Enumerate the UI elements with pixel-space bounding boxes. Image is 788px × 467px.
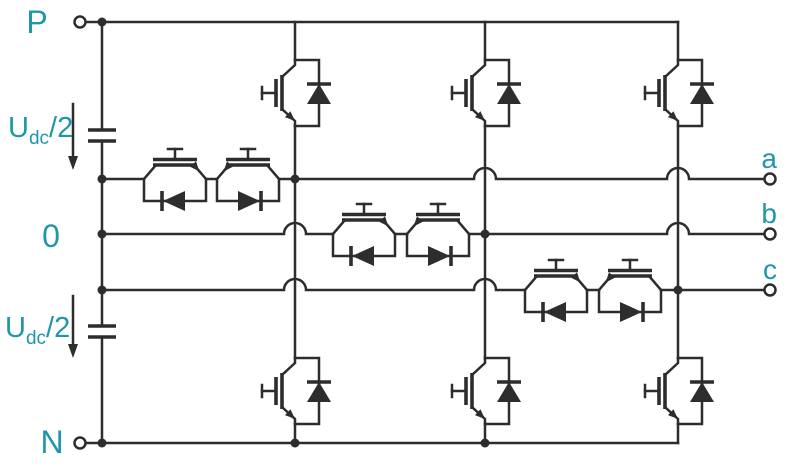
igbt-c-neutral-left: [523, 258, 589, 324]
igbt-c-bottom: [643, 356, 716, 426]
igbt-b-neutral-left: [331, 202, 397, 268]
igbt-b-neutral-right: [405, 202, 471, 268]
p-terminal: [73, 15, 87, 29]
dc-link: P N 0 Udc/2 Udc/2: [5, 4, 680, 460]
voltage-arrow-head-icon: [68, 156, 78, 170]
igbt-c-top: [643, 58, 716, 128]
voltage-arrow-head-icon: [68, 344, 78, 358]
phase-b-label: b: [761, 198, 777, 229]
phase-b-output-wire: [483, 221, 767, 236]
n-terminal-label: N: [40, 424, 63, 460]
junction-dot: [97, 438, 107, 448]
udc-upper-annotation: Udc/2: [8, 102, 78, 170]
igbt-c-neutral-right: [597, 258, 663, 324]
junction-dot: [480, 438, 490, 448]
p-terminal-label: P: [26, 4, 47, 40]
neutral-switch-b: [100, 202, 487, 268]
neutral-link-c: [100, 277, 680, 292]
phase-leg-c: c: [100, 20, 777, 445]
udc-upper-label: Udc/2: [8, 112, 73, 149]
phase-c-terminal: [763, 283, 777, 297]
phase-a-label: a: [761, 143, 777, 174]
dc-capacitor-upper: [88, 128, 116, 143]
udc-lower-label: Udc/2: [5, 312, 70, 349]
igbt-b-bottom: [450, 356, 523, 426]
igbt-a-top: [260, 58, 333, 128]
junction-dot: [290, 438, 300, 448]
neutral-label: 0: [42, 218, 60, 254]
junction-dot: [480, 229, 490, 239]
junction-dot: [290, 174, 300, 184]
phase-a-output-wire: [293, 166, 767, 181]
junction-dot: [673, 285, 683, 295]
phase-a-terminal: [763, 172, 777, 186]
phase-b-terminal: [763, 227, 777, 241]
junction-dot: [97, 17, 107, 27]
igbt-b-top: [450, 58, 523, 128]
udc-lower-annotation: Udc/2: [5, 294, 78, 358]
dc-capacitor-lower: [88, 324, 116, 339]
phase-leg-b: b: [100, 20, 777, 448]
phase-leg-a: a: [100, 20, 777, 448]
neutral-switch-a: [100, 147, 297, 213]
neutral-link-b: [100, 221, 487, 236]
neutral-switch-c: [100, 258, 680, 324]
igbt-a-neutral-left: [142, 147, 208, 213]
igbt-a-neutral-right: [215, 147, 281, 213]
igbt-a-bottom: [260, 356, 333, 426]
n-terminal: [73, 436, 87, 450]
phase-c-label: c: [763, 254, 777, 285]
